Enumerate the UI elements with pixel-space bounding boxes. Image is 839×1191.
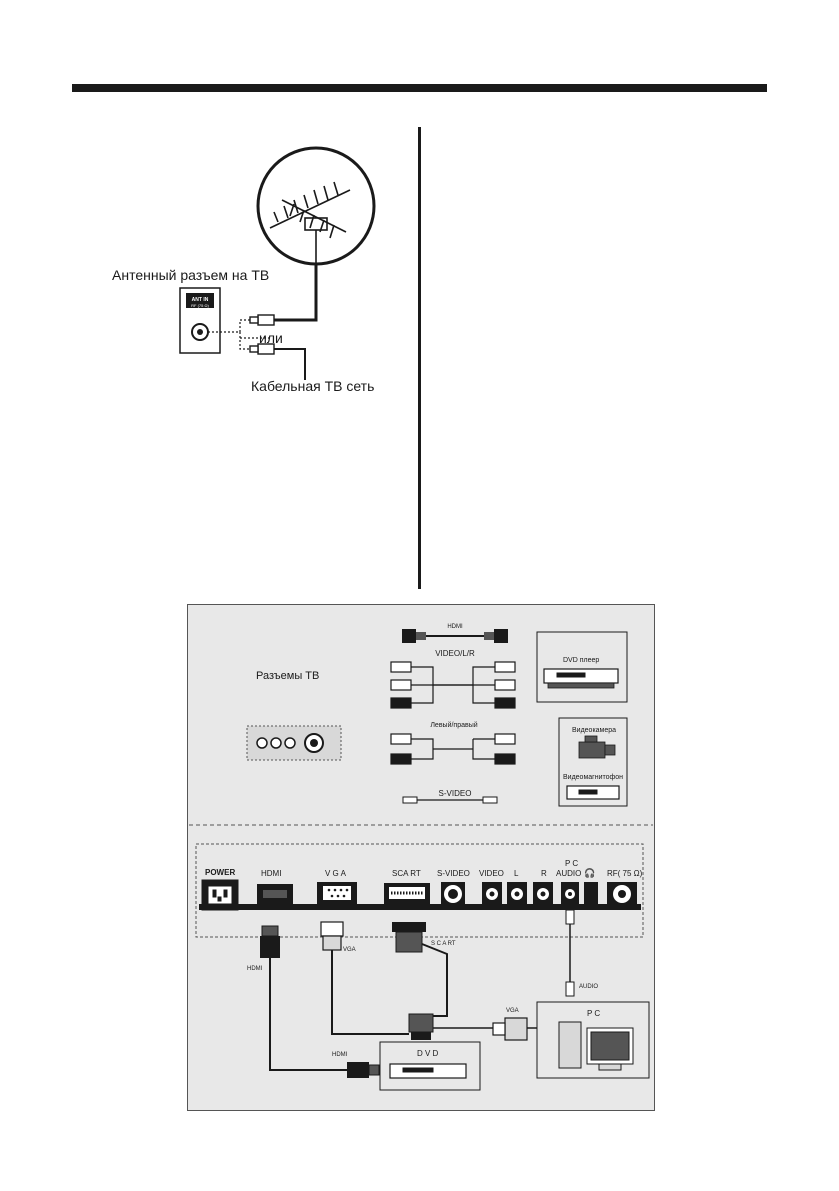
svideo-port <box>441 882 465 906</box>
video-port <box>482 882 502 906</box>
power-port <box>201 879 239 911</box>
coax-plug-bottom <box>249 343 275 355</box>
vga-cable-line <box>331 950 409 1035</box>
hdmi-plug-left <box>260 925 280 958</box>
tv-jack-label: Антенный разъем на ТВ <box>112 267 270 283</box>
l-port-label: L <box>514 869 519 878</box>
vga-port <box>317 882 357 904</box>
antenna-diagram: ANT IN RF (75 Ω) <box>179 146 376 380</box>
pc-audio-label-2: AUDIO <box>556 869 581 878</box>
svideo-cable-icon <box>402 796 498 804</box>
scart-cable-label: S C A RT <box>431 941 456 947</box>
svideo-cable-label: S-VIDEO <box>439 789 472 798</box>
headphone-icon: 🎧 <box>584 867 595 878</box>
column-divider <box>418 127 421 589</box>
pc-icon <box>558 1021 634 1071</box>
antenna-icon <box>269 181 351 264</box>
left-right-label: Левый/правый <box>430 721 477 729</box>
l-port <box>507 882 527 906</box>
tv-jacks-panel <box>246 725 342 761</box>
scart-plug-top <box>392 922 426 953</box>
tv-jacks-title: Разъемы ТВ <box>256 670 319 682</box>
cable-network-label: Кабельная ТВ сеть <box>251 378 375 394</box>
header-rule <box>72 84 767 92</box>
hdmi-port-label: HDMI <box>261 869 281 878</box>
ant-in-label-2: RF (75 Ω) <box>191 303 209 308</box>
hdmi-dvd-label: HDMI <box>332 1052 348 1058</box>
vga-plug-pc <box>492 1017 528 1041</box>
pc-audio-port <box>561 882 579 906</box>
audio-cable-label: AUDIO <box>579 984 598 990</box>
antenna-cable <box>270 264 318 322</box>
av-cable-icon <box>390 661 516 709</box>
coax-plug-top <box>249 314 275 326</box>
svideo-port-label: S-VIDEO <box>437 869 470 878</box>
dvd-box-label: D V D <box>417 1049 439 1058</box>
headphone-port <box>584 882 598 906</box>
rf-port <box>607 882 637 906</box>
video-port-label: VIDEO <box>479 869 504 878</box>
vga-port-label: V G A <box>325 869 347 878</box>
r-port <box>533 882 553 906</box>
vcr-icon <box>566 785 620 800</box>
vcr-label: Видеомагнитофон <box>563 774 623 781</box>
left-right-cable-icon <box>390 733 516 765</box>
vga-cable-label: VGA <box>343 947 356 953</box>
ant-in-label-1: ANT IN <box>192 297 209 303</box>
pc-audio-label-1: P C <box>565 859 578 868</box>
or-label: или <box>259 330 283 346</box>
camcorder-icon <box>578 735 616 759</box>
hdmi-cable-label: HDMI <box>447 624 463 630</box>
rf-port-label: RF( 75 Ω) <box>607 869 643 878</box>
pc-box-label: P C <box>587 1009 600 1018</box>
hdmi-cable-icon <box>402 629 508 643</box>
power-label: POWER <box>205 868 235 877</box>
r-port-label: R <box>541 869 547 878</box>
video-lr-label: VIDEO/L/R <box>435 649 475 658</box>
dvd-icon <box>389 1063 467 1079</box>
scart-adapter <box>408 1013 434 1040</box>
dvd-player-label: DVD плеер <box>563 657 599 664</box>
hdmi-port <box>257 884 293 904</box>
vga-pc-label: VGA <box>506 1008 519 1014</box>
hdmi-plug-dvd <box>347 1062 380 1078</box>
cable-network-line <box>274 348 306 380</box>
hdmi-cable-left-label: HDMI <box>247 966 263 972</box>
scart-port <box>384 883 430 904</box>
connection-diagram: HDMI VIDEO/L/R DVD плеер Разъемы ТВ <box>189 624 653 1091</box>
scart-cable-line <box>421 943 448 1017</box>
back-panel-bar <box>199 904 641 910</box>
dvd-player-box <box>536 631 628 703</box>
camcorder-label: Видеокамера <box>572 727 616 734</box>
scart-port-label: SCA RT <box>392 869 421 878</box>
hdmi-cable-line <box>269 958 347 1071</box>
dvd-player-icon <box>543 668 619 689</box>
vga-plug-top <box>320 921 344 951</box>
